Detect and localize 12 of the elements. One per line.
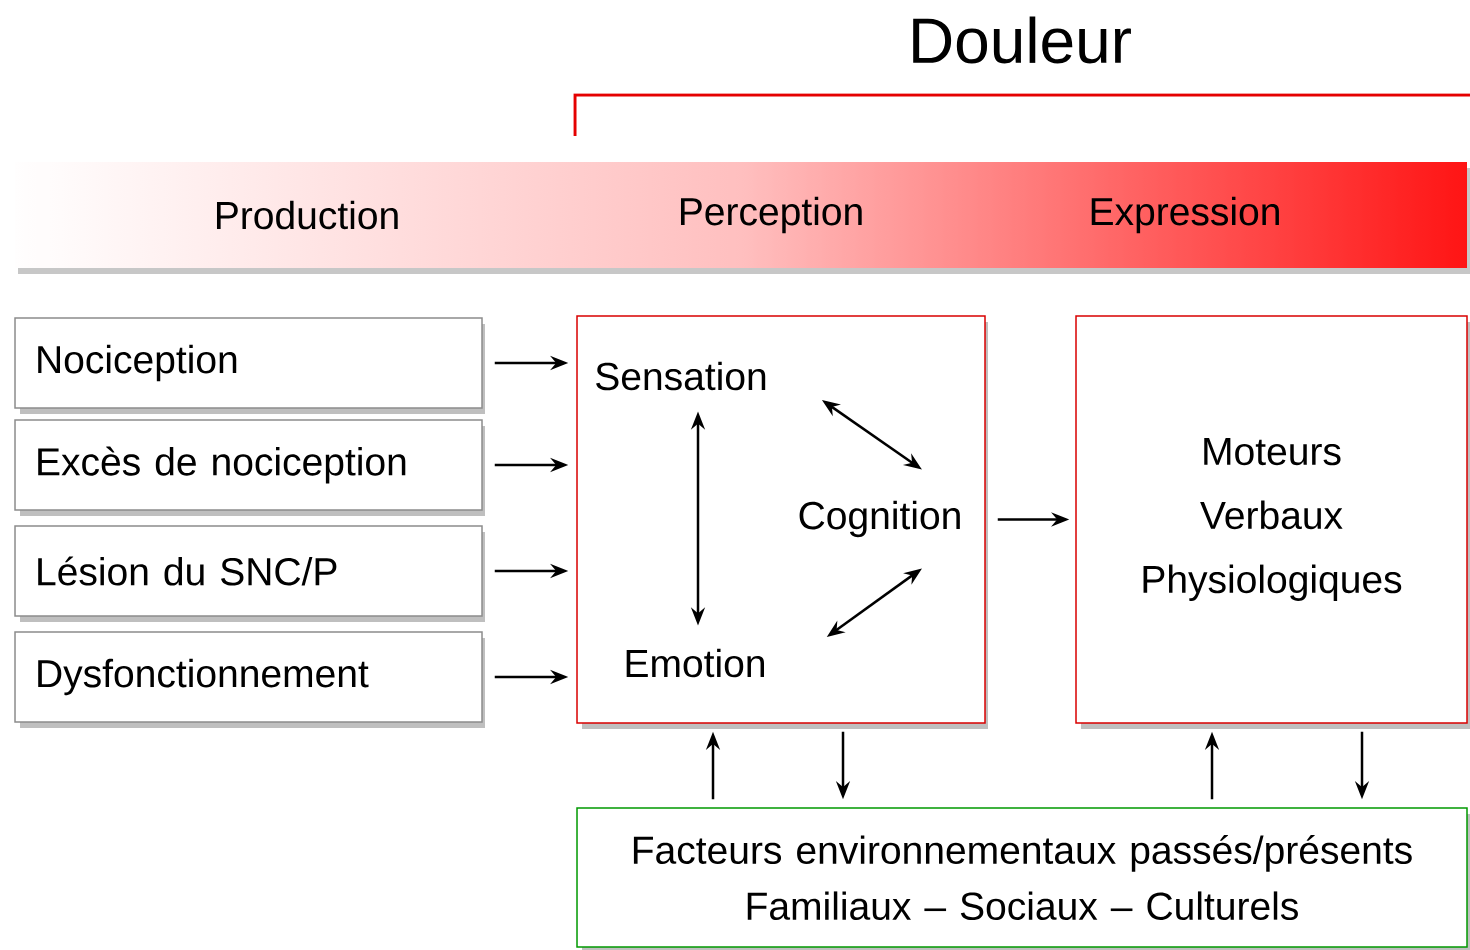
label-text: Sensation [596, 361, 766, 391]
process-box: Excès de nociception [14, 419, 485, 516]
process-box: Facteurs environnementaux passés/présents Familiaux – Sociaux – Culturels [576, 807, 1470, 950]
process-box: Dysfonctionnement [14, 631, 485, 728]
label-text: Cognition [799, 500, 960, 538]
process-box: Moteurs Verbaux Physiologiques [1075, 315, 1470, 729]
title: Douleur [913, 16, 1131, 64]
perception-box [576, 315, 988, 729]
process-box: Nociception [14, 317, 485, 414]
process-box: Lésion du SNC/P [14, 525, 485, 622]
label-text: Emotion [626, 648, 764, 678]
gradient-band: Production Perception Expression [15, 162, 1470, 274]
